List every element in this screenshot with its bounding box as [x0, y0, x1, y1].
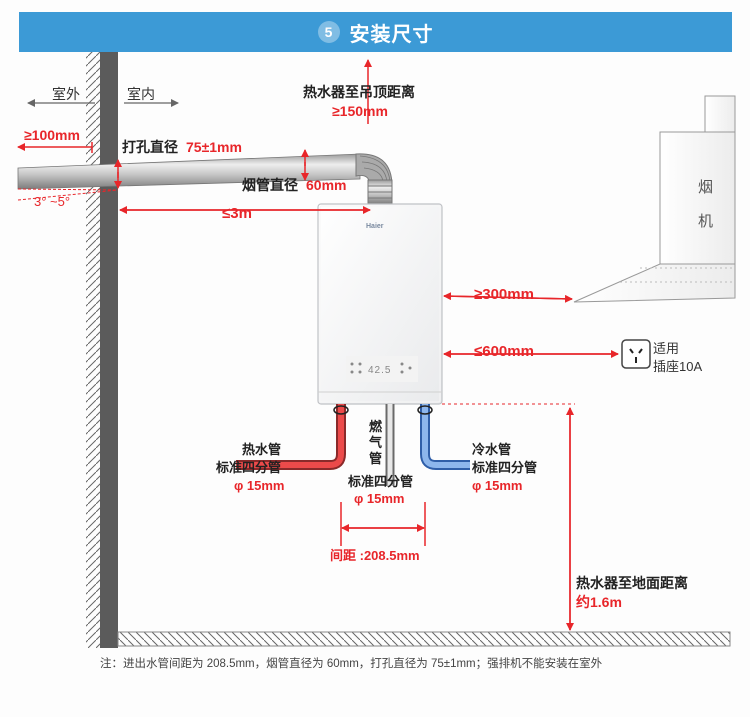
- cold-pipe-collar: [417, 405, 433, 415]
- hot-pipe-label-1: 热水管: [242, 442, 281, 457]
- gas-pipe-label-3: φ 15mm: [354, 491, 405, 506]
- cold-pipe-label-3: φ 15mm: [472, 478, 523, 493]
- outdoor-label: 室外: [52, 86, 80, 102]
- section-title: 安装尺寸: [349, 23, 434, 46]
- heater-display: 42.5: [368, 365, 391, 376]
- hot-pipe-label-2: 标准四分管: [215, 460, 281, 475]
- cold-water-pipe: [420, 404, 470, 470]
- cold-pipe-label-2: 标准四分管: [471, 460, 537, 475]
- socket-label-2: 插座10A: [653, 359, 702, 374]
- pipe-length-value: ≤3m: [222, 205, 252, 222]
- hot-pipe-label-3: φ 15mm: [234, 478, 285, 493]
- gas-pipe-char-2: 气: [369, 435, 382, 450]
- gas-pipe-char-1: 燃: [369, 419, 383, 434]
- floor: [117, 631, 731, 647]
- gas-pipe-label-2: 标准四分管: [347, 474, 413, 489]
- slope-indicator: [17, 188, 119, 201]
- exhaust-pipe: [17, 153, 393, 205]
- step-number-badge: 5: [317, 21, 340, 43]
- flue-diameter-label: 烟管直径: [242, 177, 298, 193]
- gas-pipe-char-3: 管: [369, 451, 382, 466]
- floor-distance-value: 约1.6m: [576, 594, 622, 610]
- heater-brand-logo: Haier: [366, 223, 384, 230]
- wall: [86, 52, 118, 648]
- hole-diameter-label: 打孔直径: [122, 139, 178, 155]
- ceiling-distance-title: 热水器至吊顶距离: [303, 84, 415, 100]
- range-hood: [573, 95, 736, 303]
- footnote: 注：进出水管间距为 208.5mm，烟管直径为 60mm，打孔直径为 75±1m…: [100, 656, 603, 670]
- heater-control-panel: [346, 356, 418, 382]
- hot-pipe-collar: [333, 405, 349, 415]
- hood-label-2: 机: [698, 213, 713, 230]
- flue-diameter-value: 60mm: [306, 177, 346, 193]
- socket-label-1: 适用: [653, 341, 679, 356]
- slope-label: 3° ~5°: [34, 194, 70, 209]
- hole-diameter-value: 75±1mm: [186, 139, 242, 155]
- dimension-lines: [17, 59, 619, 631]
- hood-label-1: 烟: [698, 179, 713, 196]
- water-heater: [317, 203, 443, 405]
- socket-distance-value: ≤600mm: [474, 343, 534, 360]
- indoor-label: 室内: [127, 86, 155, 102]
- socket-icon: [621, 339, 651, 369]
- cold-pipe-label-1: 冷水管: [472, 442, 511, 457]
- hood-distance-value: ≥300mm: [474, 286, 534, 303]
- floor-distance-title: 热水器至地面距离: [576, 575, 688, 591]
- ceiling-distance-value: ≥150mm: [332, 103, 388, 119]
- section-header: 5 安装尺寸: [19, 12, 732, 52]
- pipe-spacing-value: 间距 :208.5mm: [330, 548, 420, 563]
- outer-length-value: ≥100mm: [24, 127, 80, 143]
